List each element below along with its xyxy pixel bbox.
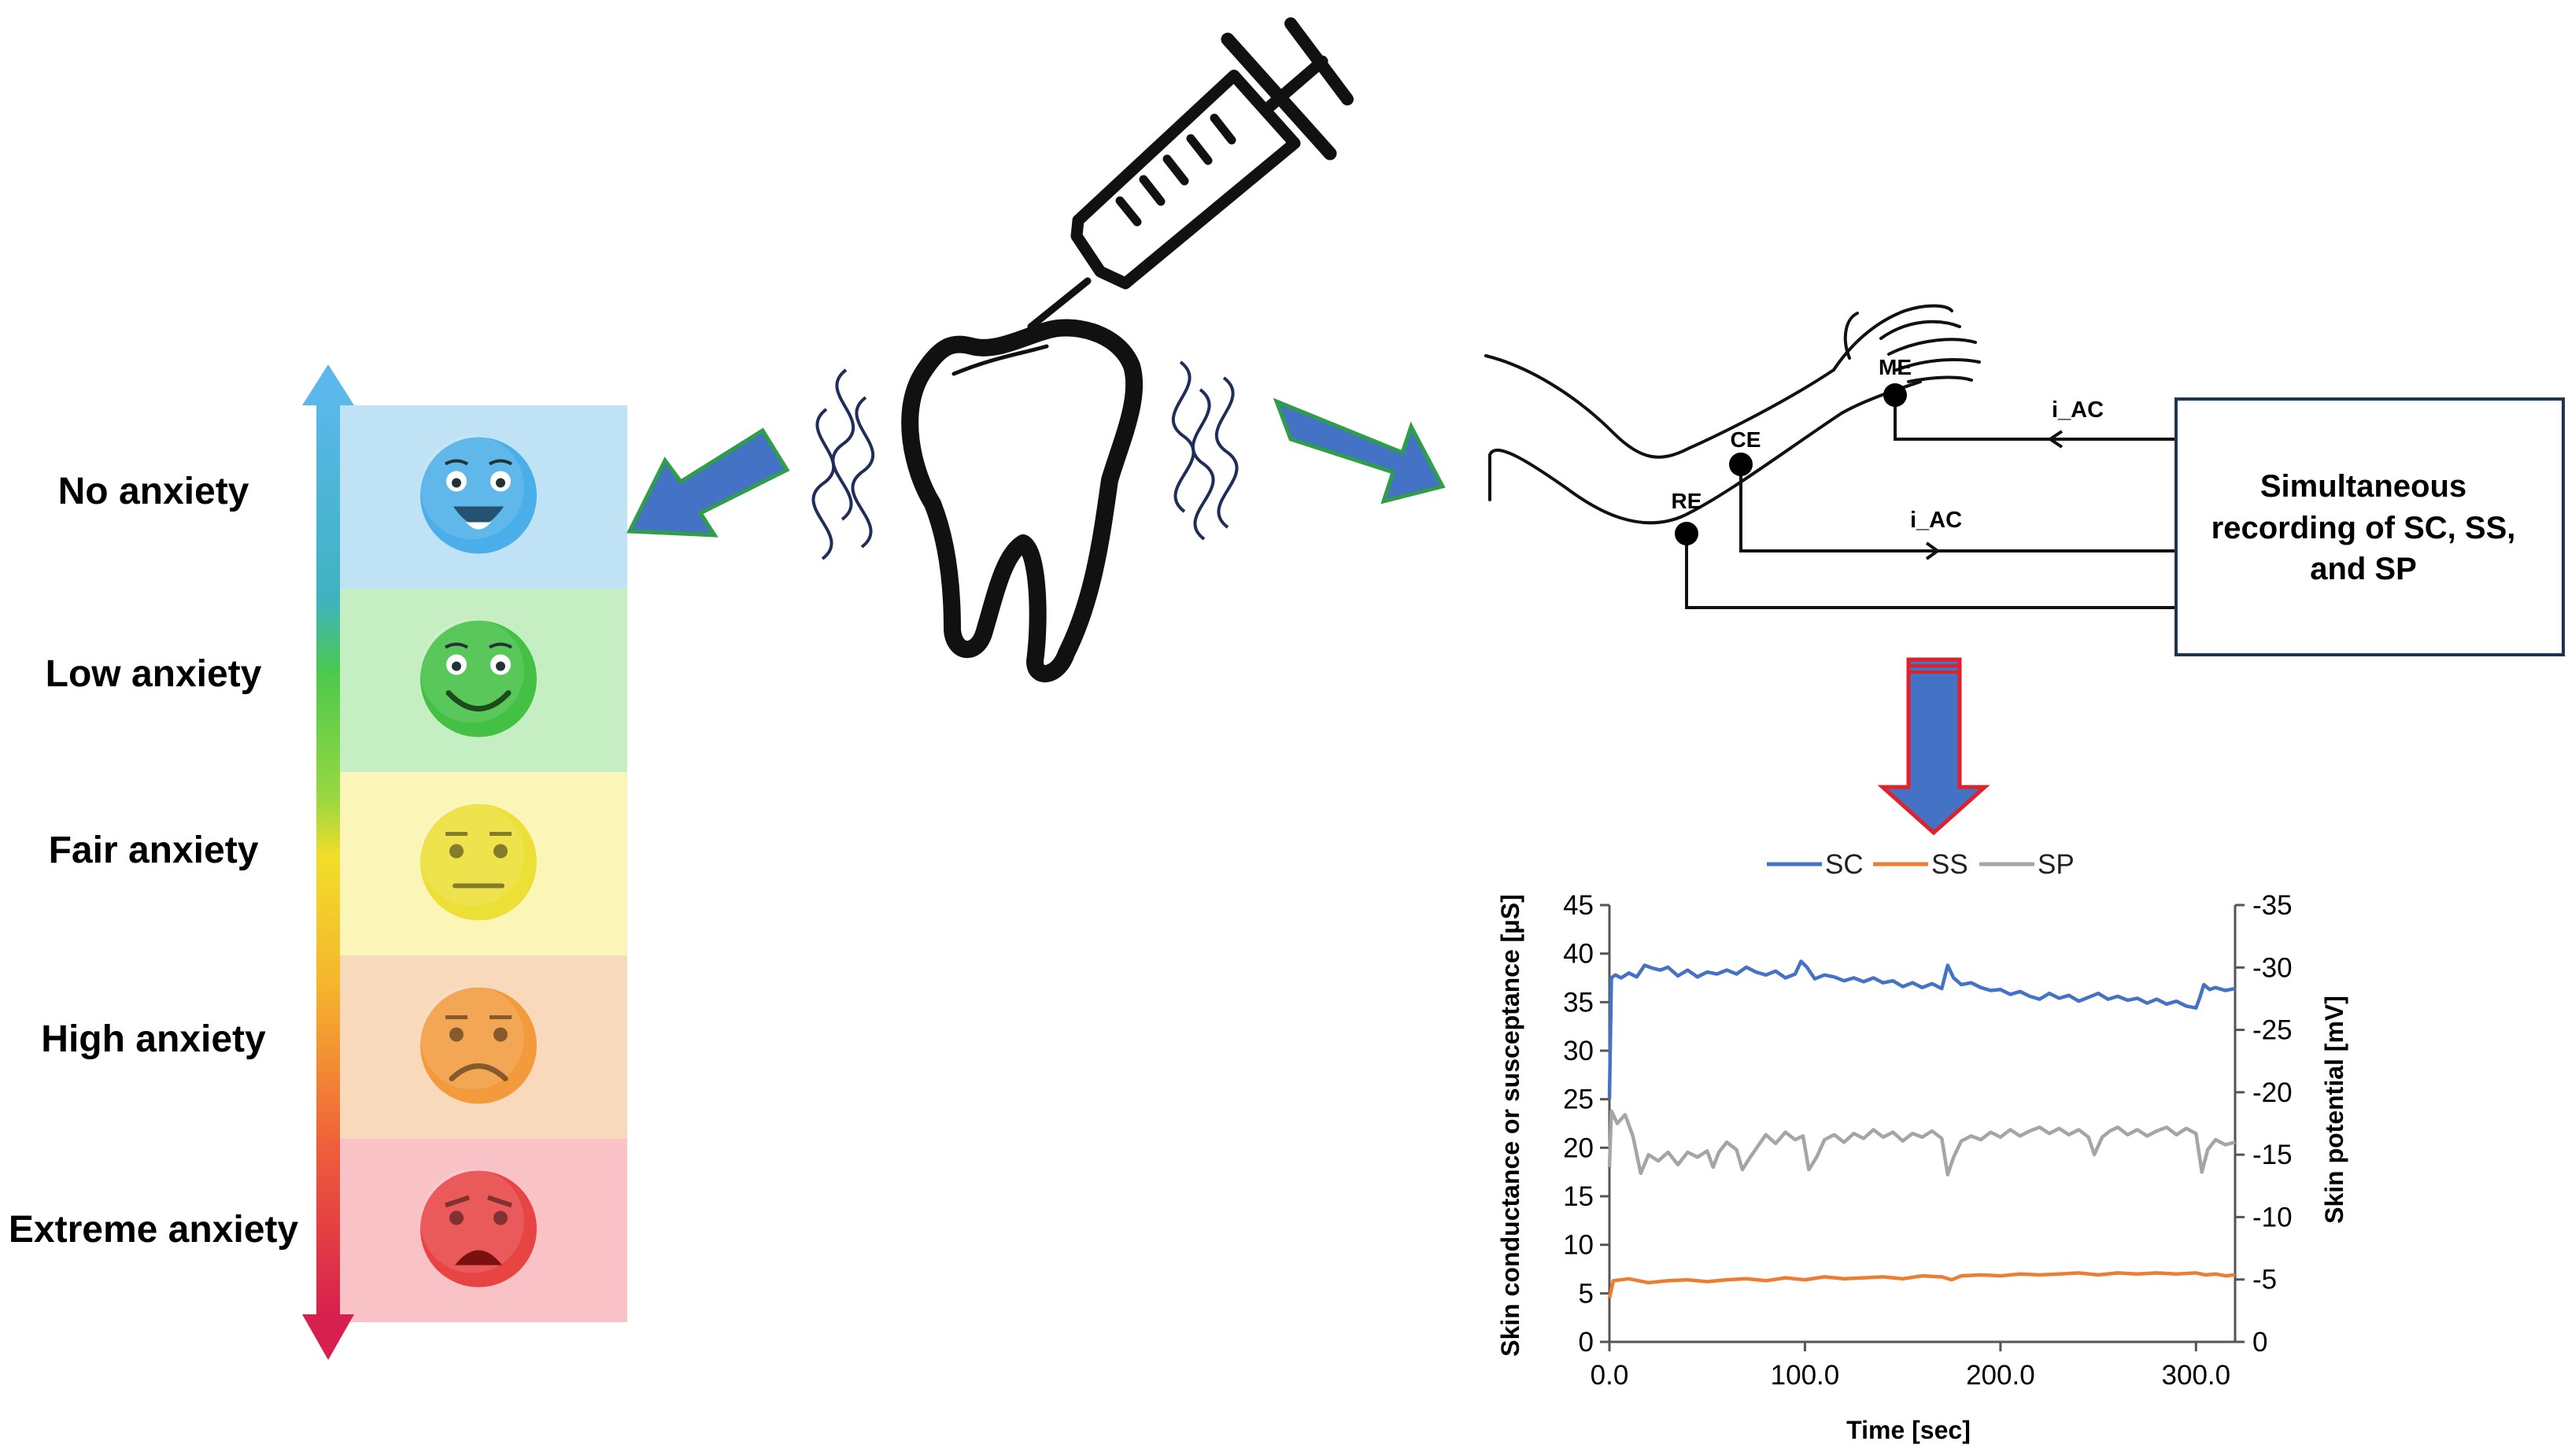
y2-tick-label: -30 [2252, 952, 2293, 983]
legend-label-ss: SS [1931, 849, 1968, 880]
y-tick-label: 15 [1563, 1181, 1594, 1212]
arrow-to-scale [626, 427, 790, 538]
arm-outline [1484, 304, 1981, 525]
series-line-sc [1607, 959, 2236, 1099]
recording-box-line-2: recording of SC, SS, [2211, 511, 2516, 545]
series-line-sp [1607, 1109, 2236, 1177]
x-tick-label: 0.0 [1591, 1360, 1629, 1391]
angry-face-icon [420, 1169, 537, 1288]
y-tick-label: 45 [1563, 890, 1594, 921]
arrow-down-icon [302, 1314, 354, 1360]
y2-tick-label: -25 [2252, 1015, 2293, 1046]
frowning-face-icon [420, 985, 537, 1104]
x-tick-label: 300.0 [2162, 1360, 2231, 1391]
arrow-to-measurement [1273, 397, 1446, 504]
skin-signals-chart: SC SS SP 0 5 10 15 20 25 30 35 40 45 0 -5 -10 -15 -20 -25… [1496, 849, 2348, 1444]
y-tick-label: 10 [1563, 1230, 1594, 1261]
level-label-high: High anxiety [41, 1018, 266, 1060]
smiling-face-icon [420, 619, 537, 737]
electrode-ce [1729, 453, 1753, 476]
y-tick-label: 25 [1563, 1085, 1594, 1115]
syringe-icon [1027, 17, 1354, 331]
y-axis-title: Skin conductance or susceptance [µS] [1496, 894, 1524, 1356]
y-tick-label: 20 [1563, 1133, 1594, 1163]
current-label-middle: i_AC [1910, 508, 1962, 533]
y2-tick-label: -35 [2252, 890, 2293, 921]
level-label-extreme: Extreme anxiety [9, 1209, 299, 1251]
chart-axes: 0 5 10 15 20 25 30 35 40 45 0 -5 -10 -15 -20 -25 -30 -35 0… [1563, 890, 2293, 1391]
very-happy-face-icon [420, 435, 537, 554]
arrow-up-icon [302, 364, 354, 405]
y2-tick-label: 0 [2252, 1327, 2267, 1358]
recording-box: Simultaneous recording of SC, SS, and SP [2174, 397, 2565, 656]
anxiety-level-row [340, 955, 627, 1139]
electrode-label-re: RE [1672, 489, 1702, 513]
y2-tick-label: -15 [2252, 1140, 2293, 1170]
electrode-label-ce: CE [1731, 427, 1761, 452]
y-tick-label: 40 [1563, 939, 1594, 970]
y-tick-label: 35 [1563, 987, 1594, 1018]
legend-label-sp: SP [2038, 849, 2075, 880]
anxiety-level-row [340, 405, 627, 589]
series-line-ss [1607, 1271, 2236, 1299]
x-tick-label: 200.0 [1966, 1360, 2035, 1391]
level-label-fair: Fair anxiety [49, 830, 259, 871]
anxiety-level-row [340, 589, 627, 772]
level-label-low: Low anxiety [46, 653, 262, 695]
anxiety-gradient-bar [302, 364, 354, 1360]
electrode-re [1675, 522, 1698, 545]
y-tick-label: 30 [1563, 1036, 1594, 1066]
recording-box-line-1: Simultaneous [2260, 469, 2466, 504]
x-axis-title: Time [sec] [1846, 1416, 1971, 1444]
y-tick-label: 5 [1579, 1278, 1594, 1309]
chart-series [1607, 959, 2236, 1299]
x-tick-label: 100.0 [1771, 1360, 1840, 1391]
current-label-top: i_AC [2052, 397, 2104, 423]
y2-tick-label: -20 [2252, 1077, 2293, 1108]
legend-label-sc: SC [1825, 849, 1864, 880]
recording-box-line-3: and SP [2310, 552, 2417, 586]
electrode-label-me: ME [1879, 355, 1912, 379]
y-tick-label: 0 [1579, 1327, 1594, 1358]
anxiety-level-row [340, 772, 627, 955]
anxiety-scale: No anxiety Low anxiety Fair anxiety High… [9, 364, 627, 1360]
anxiety-level-row [340, 1139, 627, 1322]
y2-axis-title: Skin potential [mV] [2320, 996, 2348, 1224]
level-label-no: No anxiety [58, 471, 249, 512]
chart-legend: SC SS SP [1767, 849, 2075, 880]
tooth-icon [901, 319, 1144, 682]
anxiety-level-labels: No anxiety Low anxiety Fair anxiety High… [9, 471, 299, 1251]
arrow-to-chart [1877, 657, 1990, 836]
anxiety-level-rows [340, 405, 627, 1322]
electrodes: ME CE RE i_AC i_AC [1672, 355, 2104, 545]
electrode-circuit [1685, 395, 2176, 609]
neutral-face-icon [420, 802, 537, 921]
y2-tick-label: -10 [2252, 1202, 2293, 1232]
y2-tick-label: -5 [2252, 1265, 2277, 1295]
electrode-me [1883, 383, 1907, 407]
vibration-lines [811, 360, 1239, 560]
